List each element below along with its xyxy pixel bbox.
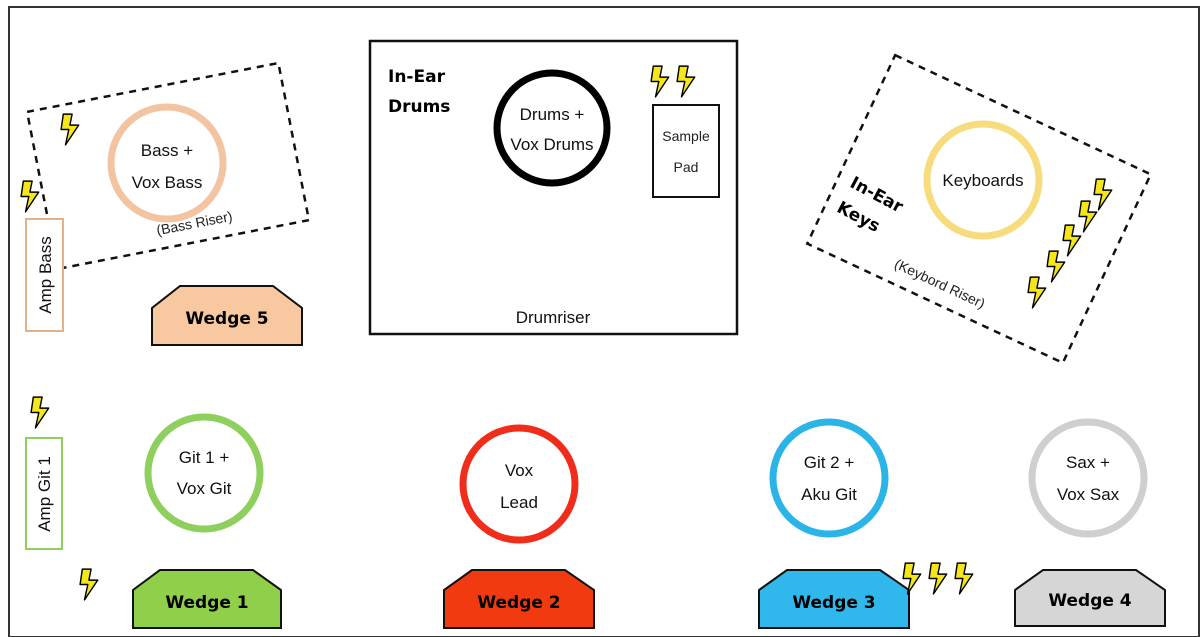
wedge-4: [1014, 569, 1166, 627]
wedge-2-label: Wedge 2: [477, 593, 560, 613]
drumriser-label: Drumriser: [516, 308, 591, 327]
vox-lead-line2: Lead: [500, 493, 538, 512]
bass-instrument-line2: Vox Bass: [132, 173, 203, 192]
sample-pad: [652, 104, 720, 198]
amp-git1-label: Amp Git 1: [35, 456, 54, 532]
git2-circle: [769, 418, 889, 538]
wedge-4-label: Wedge 4: [1048, 591, 1131, 611]
sample-pad-line2: Pad: [674, 159, 699, 175]
amp-git1: [25, 437, 63, 550]
bass-instrument-circle: [107, 103, 227, 223]
in-ear-drums-line2: Drums: [388, 97, 450, 117]
drums-line2: Vox Drums: [510, 135, 593, 154]
bass-instrument-line1: Bass +: [141, 141, 194, 160]
amp-bass: [25, 218, 64, 332]
wedge-3: [758, 569, 910, 629]
vox-lead-circle: [459, 424, 579, 544]
amp-bass-label: Amp Bass: [36, 236, 55, 313]
sax-line2: Vox Sax: [1057, 485, 1120, 504]
keyboards-circle: [923, 120, 1043, 240]
drums-circle: [493, 69, 611, 187]
sax-circle: [1028, 418, 1148, 538]
git1-circle: [144, 413, 264, 533]
git1-line2: Vox Git: [177, 479, 232, 498]
git2-line1: Git 2 +: [804, 453, 855, 472]
git1-line1: Git 1 +: [179, 448, 230, 467]
drums-line1: Drums +: [520, 105, 585, 124]
wedge-5-label: Wedge 5: [185, 309, 268, 329]
vox-lead-line1: Vox: [505, 461, 534, 480]
keyboards-label: Keyboards: [942, 171, 1023, 190]
wedge-3-label: Wedge 3: [792, 593, 875, 613]
sax-line1: Sax +: [1066, 453, 1110, 472]
in-ear-drums-line1: In-Ear: [388, 67, 446, 87]
keyboard-riser-outline: [805, 53, 1153, 365]
sample-pad-line1: Sample: [662, 128, 710, 144]
git2-line2: Aku Git: [801, 485, 857, 504]
wedge-5: [151, 285, 303, 346]
wedge-2: [443, 569, 595, 629]
wedge-1-label: Wedge 1: [165, 593, 248, 613]
wedge-1: [132, 569, 282, 629]
